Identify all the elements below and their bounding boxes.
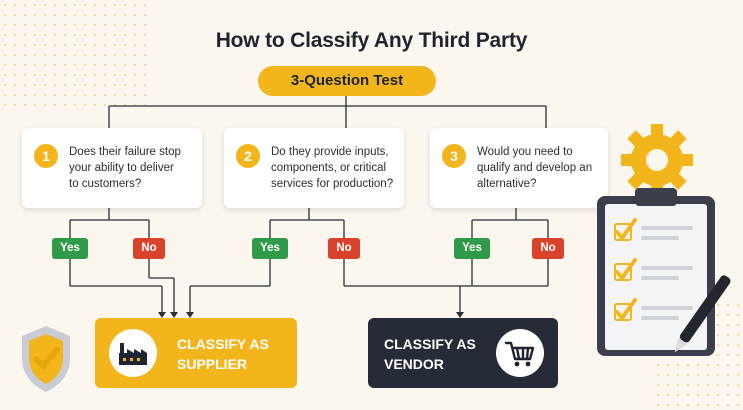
step-number-badge: 2: [236, 144, 260, 168]
page-title: How to Classify Any Third Party: [215, 29, 528, 52]
no-tag: No: [328, 238, 360, 259]
vendor-label-line2: VENDOR: [384, 356, 444, 372]
vendor-outcome-box: CLASSIFY AS VENDOR: [368, 318, 558, 388]
supplier-outcome-box: CLASSIFY AS SUPPLIER: [95, 318, 297, 388]
yes-tag: Yes: [252, 238, 288, 259]
no-tag: No: [532, 238, 564, 259]
question-card-1: 1 Does their failure stop your ability t…: [22, 128, 202, 208]
question-text: Does their failure stop your ability to …: [69, 146, 181, 190]
supplier-label-line2: SUPPLIER: [177, 356, 248, 372]
step-number-badge: 1: [34, 144, 58, 168]
yes-tag: Yes: [52, 238, 88, 259]
yes-tag: Yes: [454, 238, 490, 259]
supplier-label-line1: CLASSIFY AS: [177, 336, 269, 352]
factory-icon: [109, 329, 157, 377]
shield-check-icon: [18, 324, 74, 399]
clipboard-checklist-icon: [595, 120, 735, 375]
step-number-badge: 3: [442, 144, 466, 168]
no-tag: No: [133, 238, 165, 259]
question-text: Would you need to qualify and develop an…: [477, 146, 593, 190]
question-card-2: 2 Do they provide inputs, components, or…: [224, 128, 404, 208]
vendor-label: CLASSIFY AS VENDOR: [384, 334, 476, 374]
test-badge: 3-Question Test: [258, 66, 436, 96]
shopping-cart-icon: [496, 329, 544, 377]
supplier-label: CLASSIFY AS SUPPLIER: [177, 334, 269, 374]
dot-pattern: [0, 0, 150, 110]
question-card-3: 3 Would you need to qualify and develop …: [430, 128, 608, 208]
question-text: Do they provide inputs, components, or c…: [271, 146, 394, 190]
vendor-label-line1: CLASSIFY AS: [384, 336, 476, 352]
